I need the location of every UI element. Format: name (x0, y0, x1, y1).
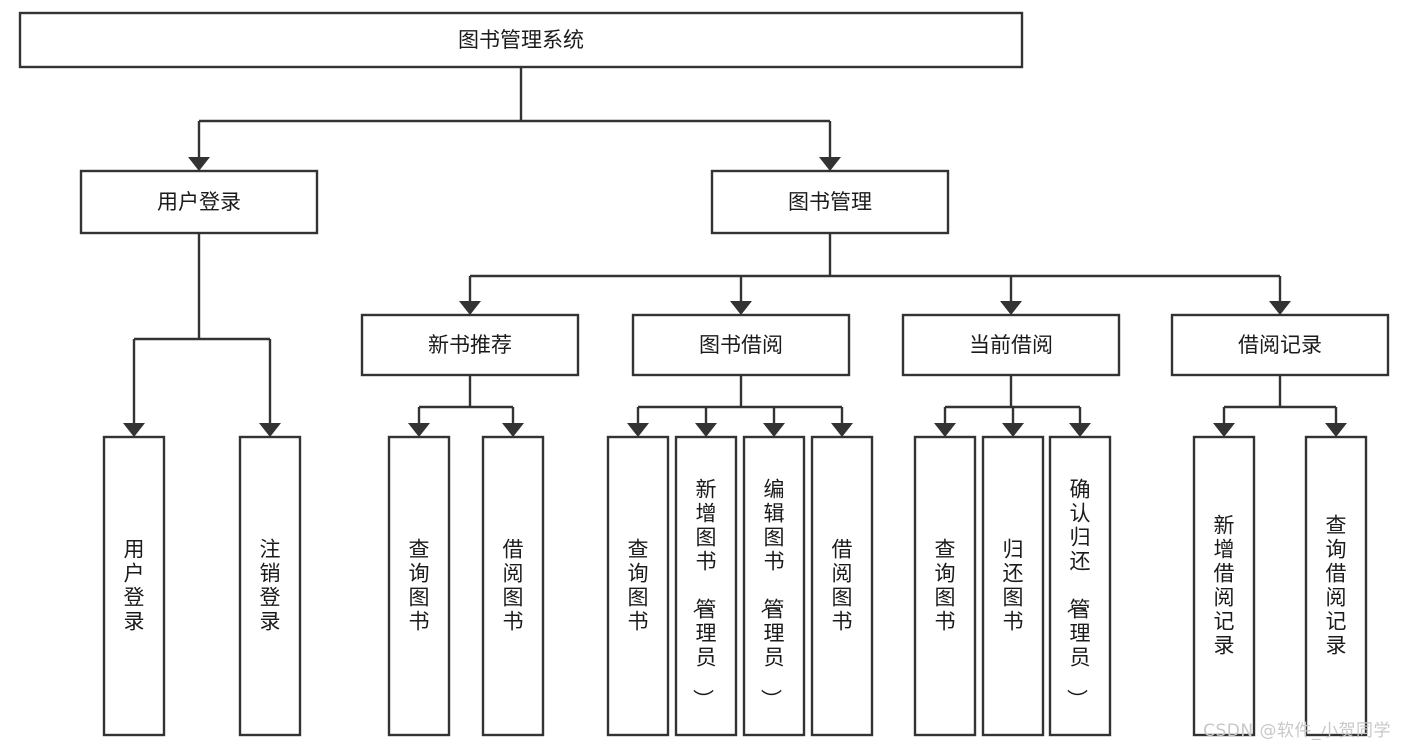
node-label-leaf-confirm-return: 确认归还（管理员） (1065, 478, 1091, 710)
node-current-borrow[interactable]: 当前借阅 (901, 313, 1121, 377)
node-box-leaf-add-record (1192, 435, 1256, 737)
node-box-leaf-query-book-3 (913, 435, 977, 737)
node-label-leaf-edit-book: 编辑图书（管理员） (759, 478, 785, 710)
edge-layer (123, 67, 1347, 437)
node-box-leaf-return-book (981, 435, 1045, 737)
node-box-book-borrow (631, 313, 851, 377)
node-label-leaf-add-record: 新增借阅记录 (1214, 514, 1235, 658)
node-label-user-login: 用户登录 (157, 190, 241, 214)
node-label-leaf-user-logout: 注销登录 (260, 538, 281, 634)
node-layer: 图书管理系统用户登录图书管理新书推荐图书借阅当前借阅借阅记录用户登录注销登录查询… (18, 11, 1390, 737)
node-leaf-confirm-return[interactable]: 确认归还（管理员） (1048, 435, 1112, 737)
node-box-root (18, 11, 1024, 69)
node-box-leaf-user-login (102, 435, 166, 737)
node-label-current-borrow: 当前借阅 (969, 333, 1053, 357)
node-box-borrow-record (1170, 313, 1390, 377)
node-label-leaf-query-record: 查询借阅记录 (1326, 514, 1347, 658)
watermark-text: CSDN @软件_小贺同学 (1203, 721, 1391, 741)
node-label-new-book-rec: 新书推荐 (428, 333, 512, 357)
node-box-leaf-query-book-1 (387, 435, 451, 737)
node-leaf-borrow-book-2[interactable]: 借阅图书 (810, 435, 874, 737)
node-new-book-rec[interactable]: 新书推荐 (360, 313, 580, 377)
node-leaf-query-book-3[interactable]: 查询图书 (913, 435, 977, 737)
node-box-user-login (79, 169, 319, 235)
node-box-leaf-user-logout (238, 435, 302, 737)
node-leaf-add-book[interactable]: 新增图书（管理员） (674, 435, 738, 737)
node-book-borrow[interactable]: 图书借阅 (631, 313, 851, 377)
node-box-current-borrow (901, 313, 1121, 377)
node-label-leaf-query-book-2: 查询图书 (628, 538, 649, 634)
node-box-leaf-query-book-2 (606, 435, 670, 737)
node-label-leaf-user-login: 用户登录 (124, 538, 145, 634)
node-box-leaf-borrow-book-2 (810, 435, 874, 737)
node-leaf-return-book[interactable]: 归还图书 (981, 435, 1045, 737)
node-label-root: 图书管理系统 (458, 28, 584, 52)
node-label-leaf-borrow-book-2: 借阅图书 (832, 538, 853, 634)
node-leaf-borrow-book-1[interactable]: 借阅图书 (481, 435, 545, 737)
node-leaf-user-login[interactable]: 用户登录 (102, 435, 166, 737)
node-borrow-record[interactable]: 借阅记录 (1170, 313, 1390, 377)
node-book-manage[interactable]: 图书管理 (710, 169, 950, 235)
node-root[interactable]: 图书管理系统 (18, 11, 1024, 69)
node-label-leaf-query-book-1: 查询图书 (409, 538, 430, 634)
node-box-leaf-query-record (1304, 435, 1368, 737)
node-leaf-edit-book[interactable]: 编辑图书（管理员） (742, 435, 806, 737)
node-leaf-user-logout[interactable]: 注销登录 (238, 435, 302, 737)
node-user-login[interactable]: 用户登录 (79, 169, 319, 235)
node-label-leaf-return-book: 归还图书 (1003, 538, 1024, 634)
node-leaf-add-record[interactable]: 新增借阅记录 (1192, 435, 1256, 737)
node-leaf-query-book-1[interactable]: 查询图书 (387, 435, 451, 737)
node-box-book-manage (710, 169, 950, 235)
node-label-leaf-query-book-3: 查询图书 (935, 538, 956, 634)
node-label-book-borrow: 图书借阅 (699, 333, 783, 357)
node-label-borrow-record: 借阅记录 (1238, 333, 1322, 357)
node-leaf-query-book-2[interactable]: 查询图书 (606, 435, 670, 737)
node-box-leaf-confirm-return (1048, 435, 1112, 737)
node-leaf-query-record[interactable]: 查询借阅记录 (1304, 435, 1368, 737)
node-box-new-book-rec (360, 313, 580, 377)
node-box-leaf-borrow-book-1 (481, 435, 545, 737)
node-box-leaf-add-book (674, 435, 738, 737)
node-box-leaf-edit-book (742, 435, 806, 737)
node-label-book-manage: 图书管理 (788, 190, 872, 214)
node-label-leaf-borrow-book-1: 借阅图书 (503, 538, 524, 634)
node-label-leaf-add-book: 新增图书（管理员） (691, 478, 717, 710)
